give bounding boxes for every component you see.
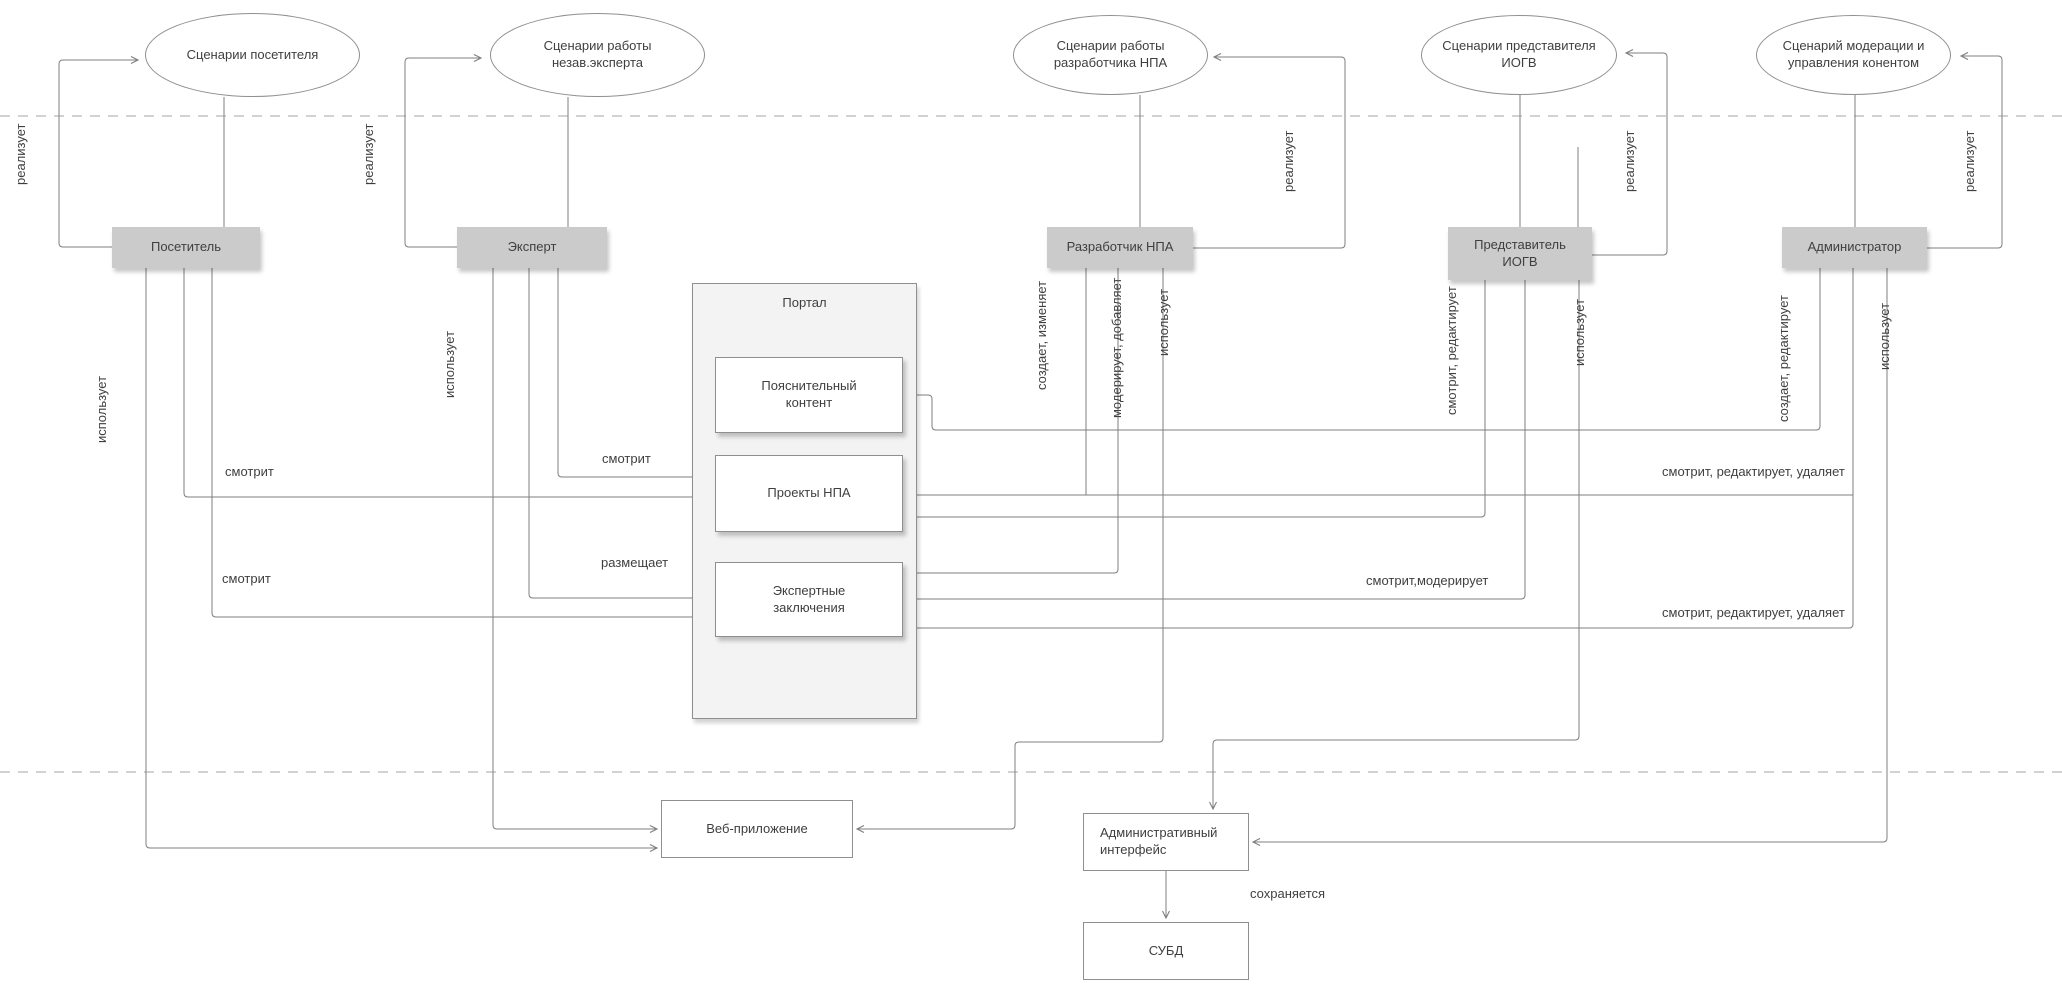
usecase-developer-scenarios[interactable]: Сценарии работы разработчика НПА bbox=[1013, 15, 1208, 95]
usecase-label: Сценарии работы незав.эксперта bbox=[543, 38, 652, 70]
node-label: Административный интерфейс bbox=[1100, 825, 1218, 857]
actor-administrator[interactable]: Администратор bbox=[1782, 227, 1927, 268]
edge-label-uses-visitor: использует bbox=[94, 375, 109, 443]
layer-separator-lines bbox=[0, 115, 2062, 773]
portal-title: Портал bbox=[782, 295, 827, 310]
edge-label-realizes-admin: реализует bbox=[1962, 130, 1977, 192]
edge-label-views-expert: смотрит bbox=[602, 451, 651, 466]
usecase-label: Сценарии представителя ИОГВ bbox=[1442, 38, 1596, 70]
edge-iogv-views-moderates-conclusions bbox=[907, 280, 1526, 603]
edge-visitor-realizes bbox=[58, 56, 140, 248]
node-label: СУБД bbox=[1148, 942, 1184, 958]
edge-expert-views-drafts bbox=[557, 268, 713, 481]
edge-expert-uses-webapp bbox=[492, 268, 659, 833]
actor-expert[interactable]: Эксперт bbox=[457, 227, 607, 268]
edge-iogv-uses-admin-ui bbox=[1209, 280, 1580, 811]
edge-visitor-views-drafts bbox=[183, 268, 713, 501]
edge-visitor-views-conclusions bbox=[211, 268, 713, 621]
edge-label-uses-expert: использует bbox=[442, 330, 457, 398]
edge-label-uses-iogv: использует bbox=[1572, 298, 1587, 366]
edge-label-realizes-visitor: реализует bbox=[13, 123, 28, 185]
edge-label-views-visitor-conclusions: смотрит bbox=[222, 571, 271, 586]
edge-label-uses-admin: использует bbox=[1877, 302, 1892, 370]
edge-label-views-visitor-drafts: смотрит bbox=[225, 464, 274, 479]
usecase-visitor-scenarios[interactable]: Сценарии посетителя bbox=[145, 13, 360, 97]
edge-label-saves: сохраняется bbox=[1250, 886, 1326, 901]
edge-developer-uses-webapp bbox=[855, 268, 1164, 833]
edge-label-creates-changes: создает, изменяет bbox=[1034, 280, 1049, 390]
usecase-iogv-scenarios[interactable]: Сценарии представителя ИОГВ bbox=[1421, 15, 1617, 95]
node-label: Веб-приложение bbox=[706, 820, 808, 836]
actor-label: Администратор bbox=[1807, 239, 1902, 255]
actor-label: Эксперт bbox=[507, 239, 557, 255]
component-expert-conclusions[interactable]: Экспертные заключения bbox=[715, 562, 903, 637]
usecase-label: Сценарий модерации и управления конентом bbox=[1782, 38, 1925, 70]
web-application-node[interactable]: Веб-приложение bbox=[661, 800, 853, 858]
edge-iogv-realizes bbox=[1592, 49, 1668, 256]
edge-expert-places-conclusions bbox=[528, 268, 713, 602]
edge-admin-creates-edits-content bbox=[907, 268, 1821, 431]
edge-admin-uses-admin-ui bbox=[1251, 268, 1888, 846]
edge-expert-realizes bbox=[404, 54, 483, 248]
component-explanatory-content[interactable]: Пояснительный контент bbox=[715, 357, 903, 433]
usecase-moderation-scenarios[interactable]: Сценарий модерации и управления конентом bbox=[1756, 15, 1951, 95]
usecase-expert-scenarios[interactable]: Сценарии работы незав.эксперта bbox=[490, 13, 705, 97]
edge-label-uses-developer: использует bbox=[1156, 288, 1171, 356]
edge-developer-moderates-conclusions bbox=[907, 268, 1119, 577]
component-label: Проекты НПА bbox=[767, 485, 851, 501]
edge-label-views-edits-deletes-drafts: смотрит, редактирует, удаляет bbox=[1662, 464, 1845, 479]
edge-label-creates-edits: создает, редактирует bbox=[1776, 295, 1791, 422]
edge-label-moderates-adds: модерирует, добавляет bbox=[1109, 277, 1124, 418]
actor-label: Посетитель bbox=[150, 239, 222, 255]
edge-label-realizes-developer: реализует bbox=[1281, 130, 1296, 192]
edge-label-places: размещает bbox=[601, 555, 669, 570]
edge-label-views-edits: смотрит, редактирует bbox=[1444, 286, 1459, 415]
edge-label-views-edits-deletes-conclusions: смотрит, редактирует, удаляет bbox=[1662, 605, 1845, 620]
component-label: Пояснительный контент bbox=[761, 378, 857, 410]
actor-iogv-representative[interactable]: Представитель ИОГВ bbox=[1448, 227, 1592, 280]
edge-developer-realizes bbox=[1193, 53, 1346, 249]
edge-iogv-views-edits-drafts bbox=[907, 280, 1486, 521]
actor-npa-developer[interactable]: Разработчик НПА bbox=[1047, 227, 1193, 268]
edge-admin-realizes bbox=[1927, 52, 2003, 249]
component-label: Экспертные заключения bbox=[772, 582, 846, 615]
edge-label-realizes-expert: реализует bbox=[361, 123, 376, 185]
edge-visitor-uses-webapp bbox=[145, 268, 659, 852]
actor-label: Представитель ИОГВ bbox=[1474, 236, 1566, 269]
edge-label-realizes-iogv: реализует bbox=[1622, 130, 1637, 192]
actor-label: Разработчик НПА bbox=[1066, 239, 1174, 255]
usecase-label: Сценарии работы разработчика НПА bbox=[1053, 38, 1168, 70]
dbms-node[interactable]: СУБД bbox=[1083, 922, 1249, 980]
component-npa-drafts[interactable]: Проекты НПА bbox=[715, 455, 903, 532]
usecase-label: Сценарии посетителя bbox=[186, 46, 319, 62]
actor-visitor[interactable]: Посетитель bbox=[112, 227, 260, 268]
edge-label-views-moderates: смотрит,модерирует bbox=[1366, 573, 1489, 588]
admin-interface-node[interactable]: Административный интерфейс bbox=[1083, 813, 1249, 871]
